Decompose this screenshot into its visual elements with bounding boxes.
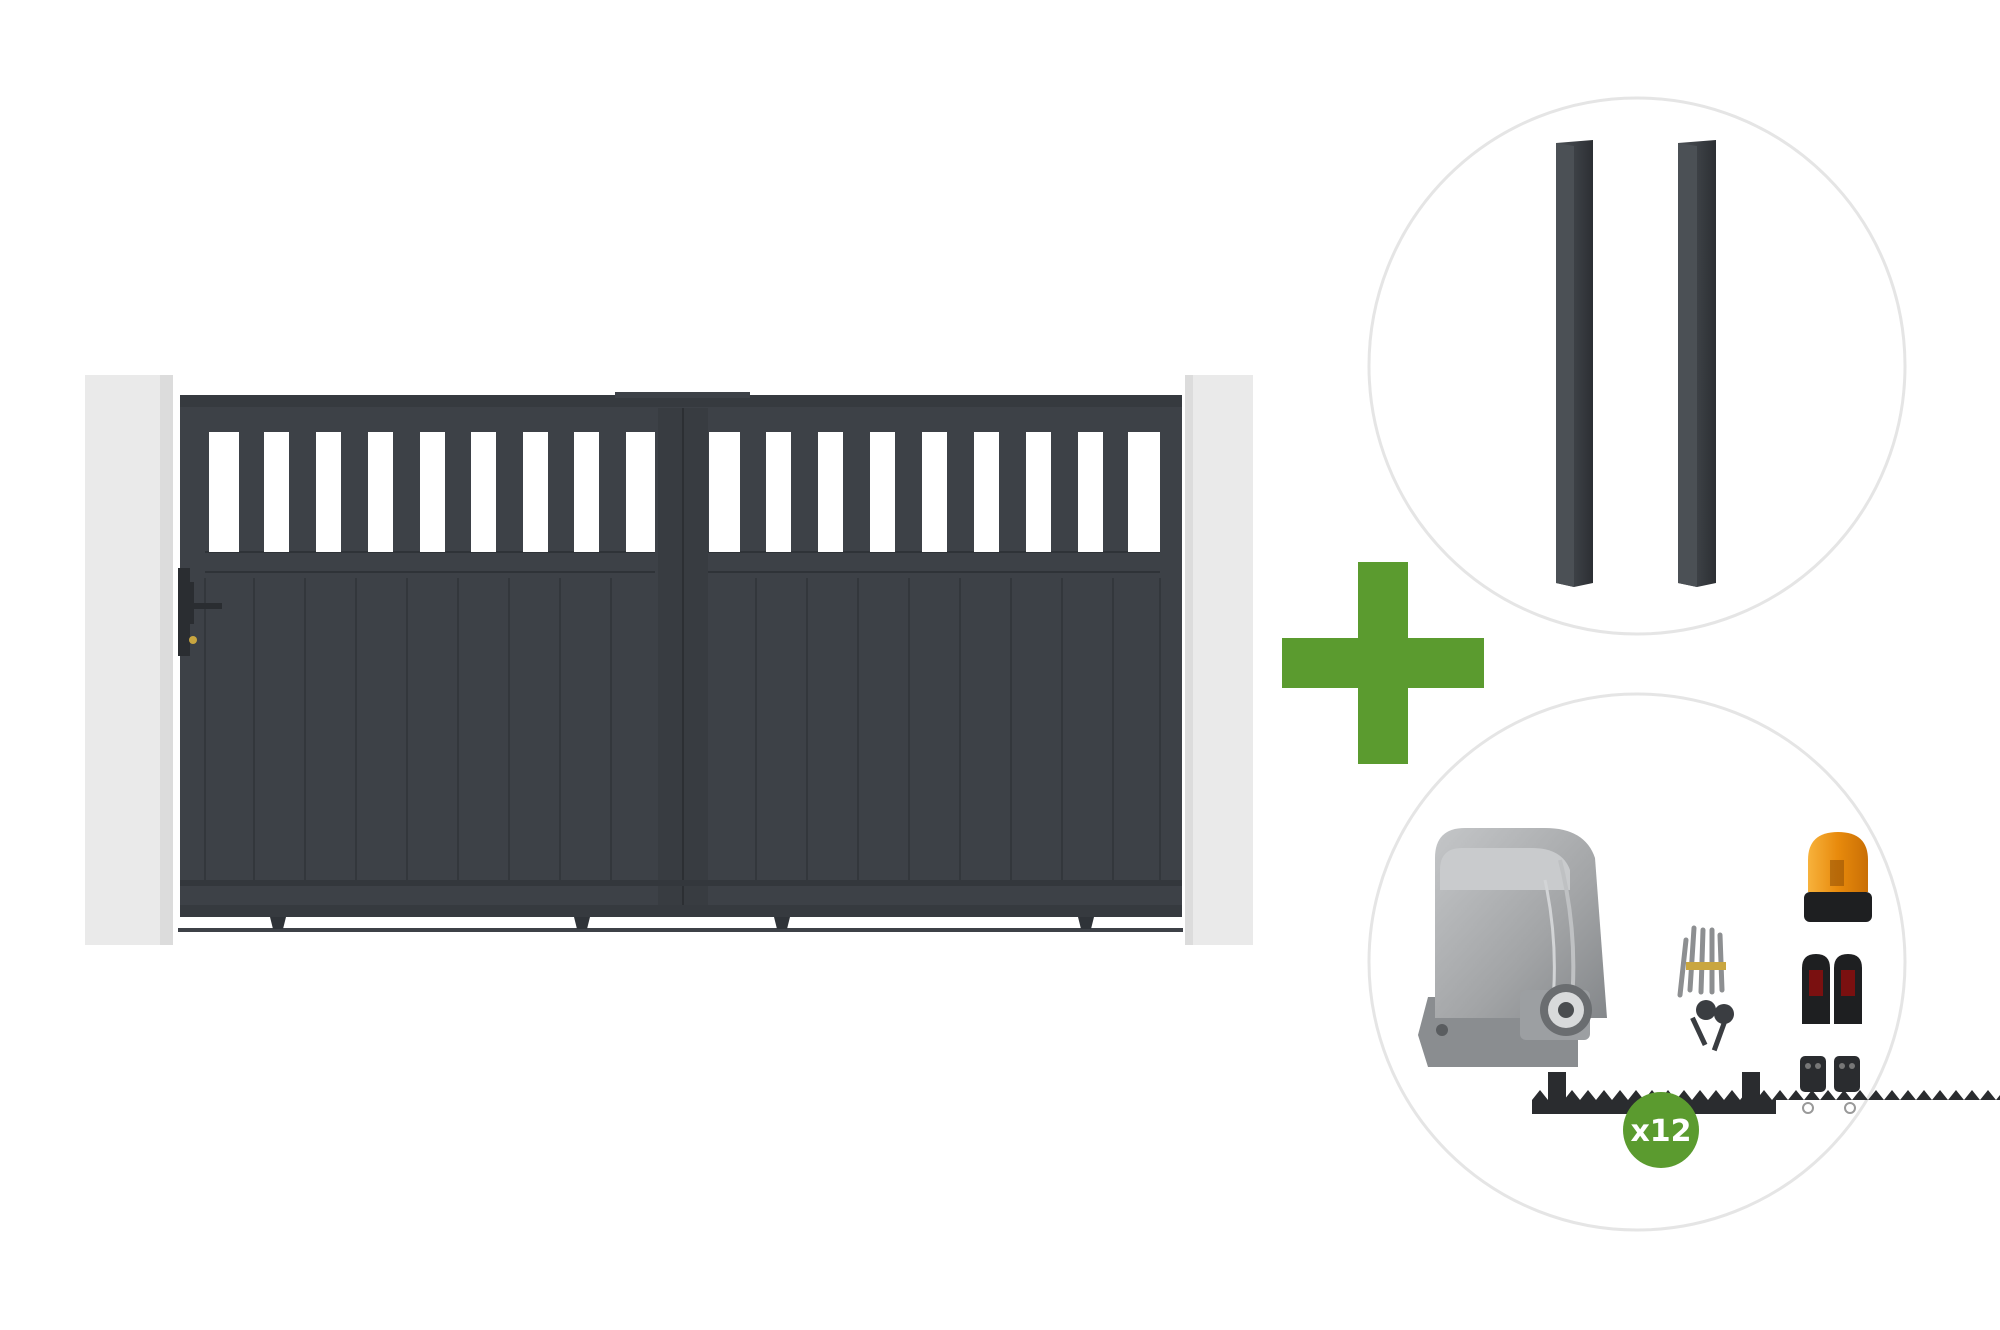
anchor-bolt-icon — [1677, 925, 1726, 998]
warning-light-icon — [1804, 832, 1872, 922]
plus-icon — [1282, 562, 1484, 764]
rack-quantity-badge: x12 — [1623, 1092, 1699, 1168]
gate-posts-icon — [1367, 96, 1907, 636]
rack-quantity-label: x12 — [1630, 1114, 1691, 1149]
gate-openings-right — [709, 432, 1160, 552]
gate-boards — [204, 578, 1161, 880]
remote-control-icon — [1800, 1056, 1860, 1114]
gate-lock-icon — [178, 568, 222, 656]
gate-motor-icon — [1418, 828, 1607, 1067]
sliding-gate-icon — [85, 375, 1253, 945]
left-pillar — [85, 375, 173, 945]
key-icon — [1690, 1000, 1734, 1052]
motor-kit: x12 — [1367, 692, 2000, 1232]
ground-rail — [178, 928, 1183, 932]
gate-wheels — [270, 917, 1094, 929]
right-pillar — [1185, 375, 1253, 945]
gate-openings-left — [209, 432, 655, 552]
photocell-icon — [1802, 954, 1862, 1024]
